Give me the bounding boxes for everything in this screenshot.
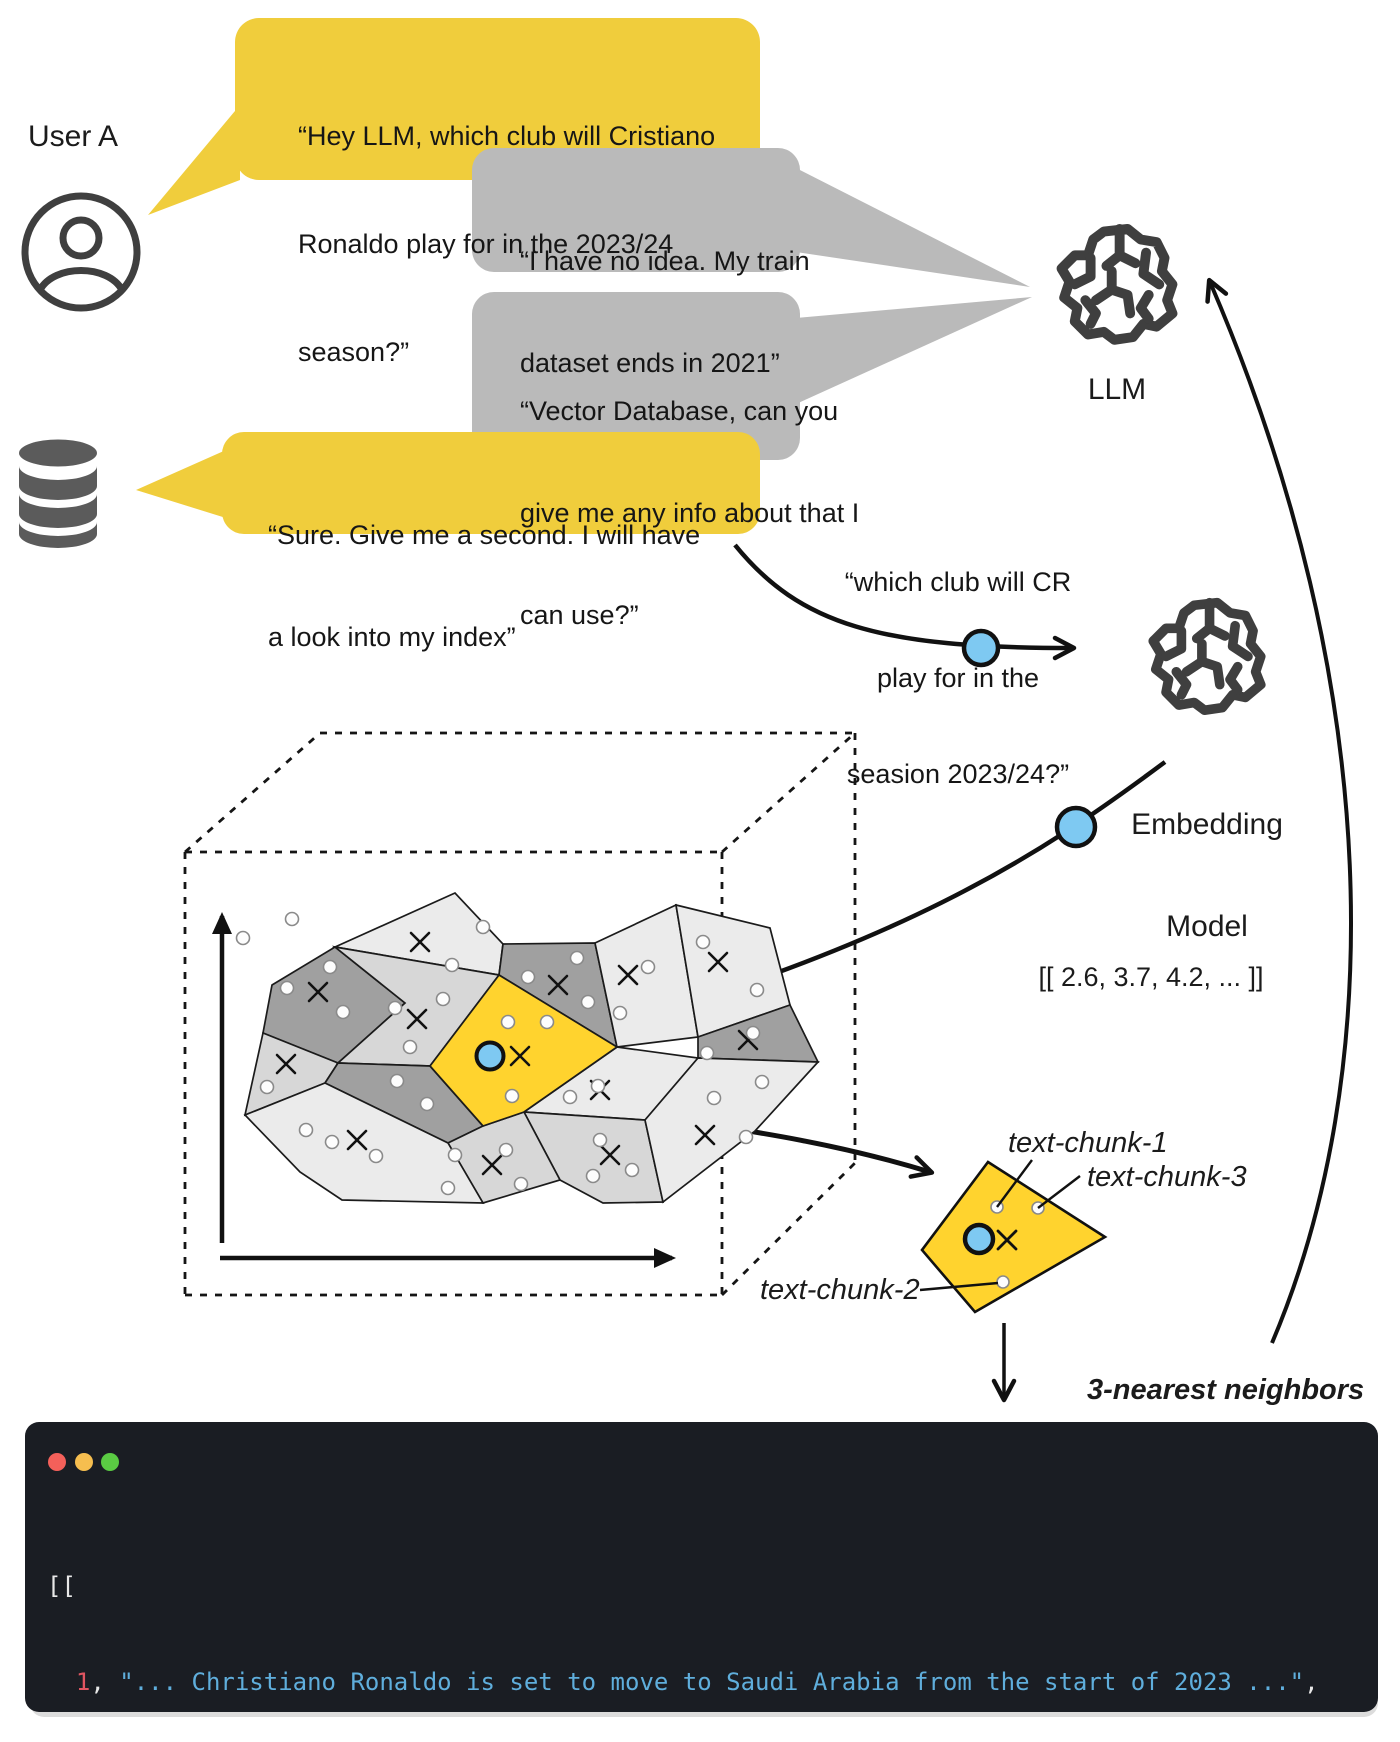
terminal-minimize-button[interactable] [75,1453,93,1471]
user-avatar-icon [21,192,141,312]
code-line-open: [[ [47,1572,76,1600]
llm-to-vectordb-bubble [472,292,1032,460]
embedding-model-label: Embedding Model [1131,808,1283,943]
query-vector-dot-zoom [962,1222,996,1256]
text-chunk-1-label: text-chunk-1 [1008,1127,1168,1159]
knn-label: 3-nearest neighbors [1087,1374,1365,1406]
code-line-1: 1, "... Christiano Ronaldo is set to mov… [47,1668,1319,1696]
database-icon [19,439,97,548]
terminal-window [25,1422,1378,1717]
vectordb-reply-bubble [136,432,760,534]
user-question-text: “Hey LLM, which club will Cristiano Rona… [298,121,716,367]
voronoi-seed-marks [275,931,759,1176]
user-label: User A [28,120,119,153]
llm-no-idea-bubble [472,148,1030,287]
terminal-code: [[ 1, "... Christiano Ronaldo is set to … [47,1506,1319,1742]
query-string-label: “which club will CR play for in the seas… [844,567,1072,789]
embedding-brain-icon [1153,603,1261,711]
matched-cell-zoom [919,1159,1108,1314]
user-question-bubble [148,18,760,215]
embedding-vector-values: [[ 2.6, 3.7, 4.2, ... ]] [1038,962,1264,992]
voronoi-index [243,891,820,1205]
results-to-llm-arrow [1205,277,1353,1344]
text-chunk-2-label: text-chunk-2 [760,1274,920,1306]
text-chunk-3-label: text-chunk-3 [1087,1161,1247,1193]
query-vector-dot-to-index [1054,805,1098,849]
llm-brain-icon [1062,229,1173,340]
query-to-embedding-arrow [733,543,1077,661]
voronoi-vector-dots [235,911,770,1196]
llm-no-idea-text: “I have no idea. My train dataset ends i… [520,246,810,378]
matched-voronoi-cell [428,973,619,1127]
vectordb-reply-text: “Sure. Give me a second. I will have a l… [268,520,701,652]
query-vector-dot-on-curve [961,628,1001,668]
llm-to-vectordb-text: “Vector Database, can you give me any in… [520,396,860,630]
llm-label: LLM [1087,373,1147,406]
terminal-close-button[interactable] [48,1453,66,1471]
query-vector-dot-in-cell [474,1040,506,1072]
terminal-zoom-button[interactable] [101,1453,119,1471]
